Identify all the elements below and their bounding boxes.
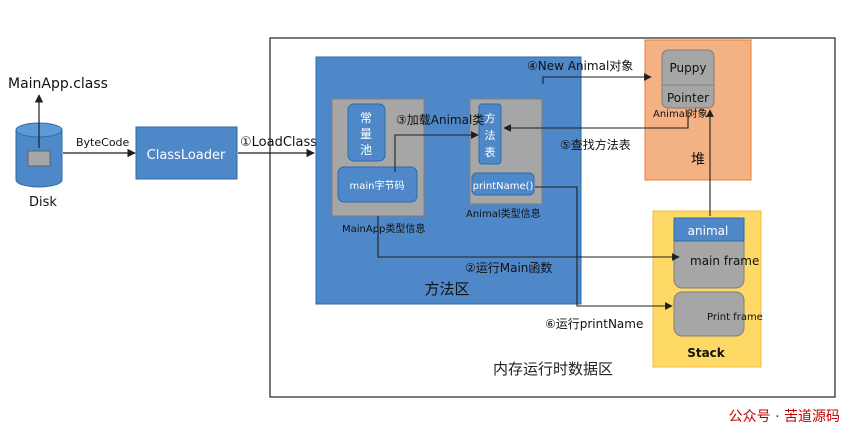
method-table-char-1: 方 xyxy=(485,111,496,125)
animal-object-caption: Animal对象 xyxy=(653,107,708,120)
printname-box xyxy=(471,172,535,196)
classloader-box xyxy=(135,126,238,180)
constant-pool-box xyxy=(347,103,386,162)
main-bytecode-box xyxy=(337,166,418,203)
disk-icon xyxy=(15,122,63,188)
main-bytecode-label: main字节码 xyxy=(350,179,405,192)
constant-pool-char-1: 常 xyxy=(360,111,372,125)
step-find-method: ⑤查找方法表 xyxy=(560,137,631,152)
pointer-field: Pointer xyxy=(667,91,709,105)
disk-label: Disk xyxy=(29,195,57,210)
method-table-char-3: 表 xyxy=(485,145,496,159)
constant-pool-char-2: 量 xyxy=(360,127,372,141)
stack-label: Stack xyxy=(687,346,726,360)
load-animal-arrow xyxy=(394,131,479,172)
bytecode-label: ByteCode xyxy=(76,136,130,149)
run-printname-arrow xyxy=(535,186,673,310)
mainapp-type-caption: MainApp类型信息 xyxy=(342,222,425,235)
constant-pool-char-3: 池 xyxy=(360,143,372,157)
step-load-animal: ③加载Animal类 xyxy=(396,113,484,127)
heap-label: 堆 xyxy=(691,152,705,168)
step-new-animal: ④New Animal对象 xyxy=(527,59,633,73)
animal-variable-label: animal xyxy=(688,224,729,238)
puppy-field: Puppy xyxy=(670,61,707,75)
run-main-arrow xyxy=(377,216,680,261)
step-run-main: ②运行Main函数 xyxy=(465,260,552,275)
find-method-arrow xyxy=(503,110,689,132)
main-frame-label: main frame xyxy=(690,254,759,268)
print-frame-label: Print frame xyxy=(707,312,763,323)
method-area-label: 方法区 xyxy=(424,280,469,298)
animal-variable xyxy=(673,217,745,242)
runtime-data-area-label: 内存运行时数据区 xyxy=(493,360,613,378)
classloader-label: ClassLoader xyxy=(147,148,226,163)
animal-type-caption: Animal类型信息 xyxy=(466,207,541,220)
printname-label: printName() xyxy=(473,181,534,192)
animal-object xyxy=(661,49,715,109)
watermark: 公众号 · 苦道源码 xyxy=(729,409,840,425)
mainapp-class-label: MainApp.class xyxy=(8,76,108,92)
method-table-box xyxy=(478,103,502,165)
new-animal-arrow xyxy=(542,73,652,84)
step-load-class: ①LoadClass() xyxy=(240,135,327,150)
method-table-char-2: 法 xyxy=(485,128,496,142)
step-run-printname: ⑥运行printName xyxy=(545,317,643,331)
print-frame xyxy=(673,291,745,337)
